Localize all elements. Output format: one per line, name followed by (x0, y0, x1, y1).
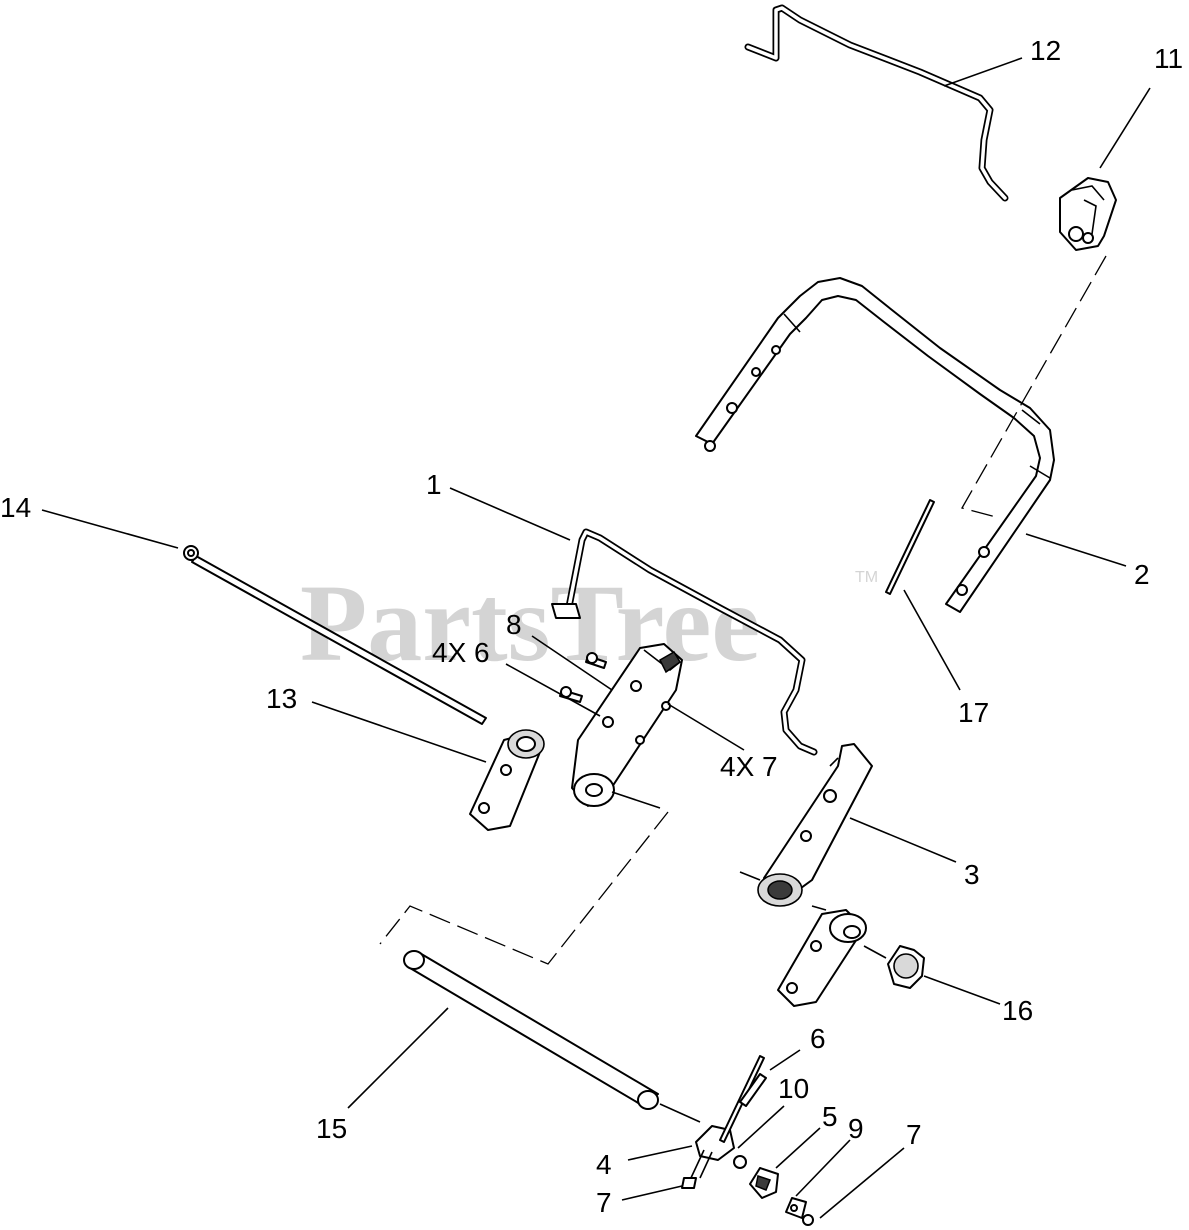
part-9-nut (785, 1197, 807, 1219)
part-lower-right-arm (777, 905, 867, 1007)
part-1-lower-bail (551, 528, 818, 756)
callout-7-left: 7 (596, 1187, 612, 1218)
callout-15: 15 (316, 1113, 347, 1144)
callout-1: 1 (426, 469, 442, 500)
part-16-knob (863, 945, 925, 989)
callout-6: 6 (810, 1023, 826, 1054)
part-15-tube (403, 950, 701, 1123)
part-14-rod (183, 545, 487, 725)
callout-3: 3 (964, 859, 980, 890)
callout-4: 4 (596, 1149, 612, 1180)
callout-4x6: 4X 6 (432, 637, 490, 668)
part-11-bracket (1059, 177, 1117, 251)
callout-16: 16 (1002, 995, 1033, 1026)
callout-labels: 12 11 1 14 2 8 4X 6 13 17 4X 7 3 16 6 10… (0, 35, 1183, 1218)
part-13-left-arm (469, 729, 545, 831)
callout-12: 12 (1030, 35, 1061, 66)
callout-10: 10 (778, 1073, 809, 1104)
part-10-ball (733, 1155, 747, 1169)
part-2-upper-handle (695, 277, 1055, 613)
part-6-screws (559, 652, 607, 703)
callout-7-right: 7 (906, 1119, 922, 1150)
part-6-lower-pin (719, 1055, 767, 1143)
watermark-text: PartsTree (300, 562, 760, 684)
callout-8: 8 (506, 609, 522, 640)
callout-14: 14 (0, 492, 31, 523)
callout-9: 9 (848, 1113, 864, 1144)
watermark-tm: TM (855, 569, 878, 586)
callout-4x7: 4X 7 (720, 751, 778, 782)
callout-17: 17 (958, 697, 989, 728)
callout-11: 11 (1154, 43, 1183, 74)
callout-13: 13 (266, 683, 297, 714)
part-7-nut (802, 1214, 814, 1226)
assembly-line-lower (379, 811, 669, 965)
assembly-line-bracket (961, 255, 1107, 519)
part-12-upper-bail (744, 4, 1009, 202)
part-3-right-arm (739, 743, 873, 907)
callout-2: 2 (1134, 559, 1150, 590)
part-5-clamp (749, 1167, 779, 1199)
part-center-bracket (571, 643, 683, 809)
part-17-pin (885, 499, 935, 595)
leader-lines (41, 57, 1151, 1219)
callout-5: 5 (822, 1101, 838, 1132)
